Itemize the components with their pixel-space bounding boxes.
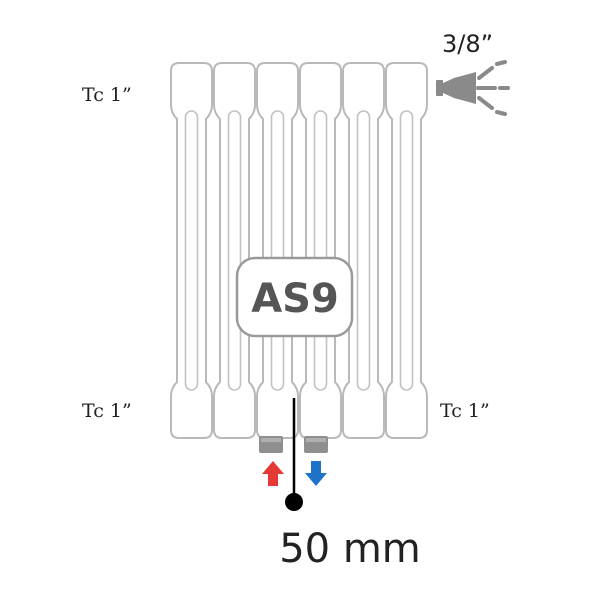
radiator-column-slot	[270, 110, 285, 391]
radiator-body	[170, 62, 428, 439]
radiator-column-slot	[399, 110, 414, 391]
supply-valve-cap	[261, 438, 281, 442]
arrow-up-icon	[262, 461, 284, 486]
radiator-column-slot	[313, 110, 328, 391]
spray-valve-icon	[436, 60, 510, 116]
return-valve-cap	[306, 438, 326, 442]
radiator-column-slot	[356, 110, 371, 391]
radiator-column-slot	[227, 110, 242, 391]
valve-connectors	[259, 436, 328, 453]
radiator-columns	[170, 62, 428, 439]
model-badge: AS9	[235, 256, 354, 338]
bottom-left-connection-label: Tc 1”	[82, 400, 132, 422]
air-vent-size-label: 3/8”	[442, 30, 493, 58]
center-distance-dot	[285, 493, 303, 511]
arrow-down-icon	[305, 461, 327, 486]
center-distance-label: 50 mm	[279, 526, 421, 572]
radiator-column-slot	[184, 110, 199, 391]
bottom-right-connection-label: Tc 1”	[440, 400, 490, 422]
model-label: AS9	[251, 276, 339, 322]
top-left-connection-label: Tc 1”	[82, 84, 132, 106]
